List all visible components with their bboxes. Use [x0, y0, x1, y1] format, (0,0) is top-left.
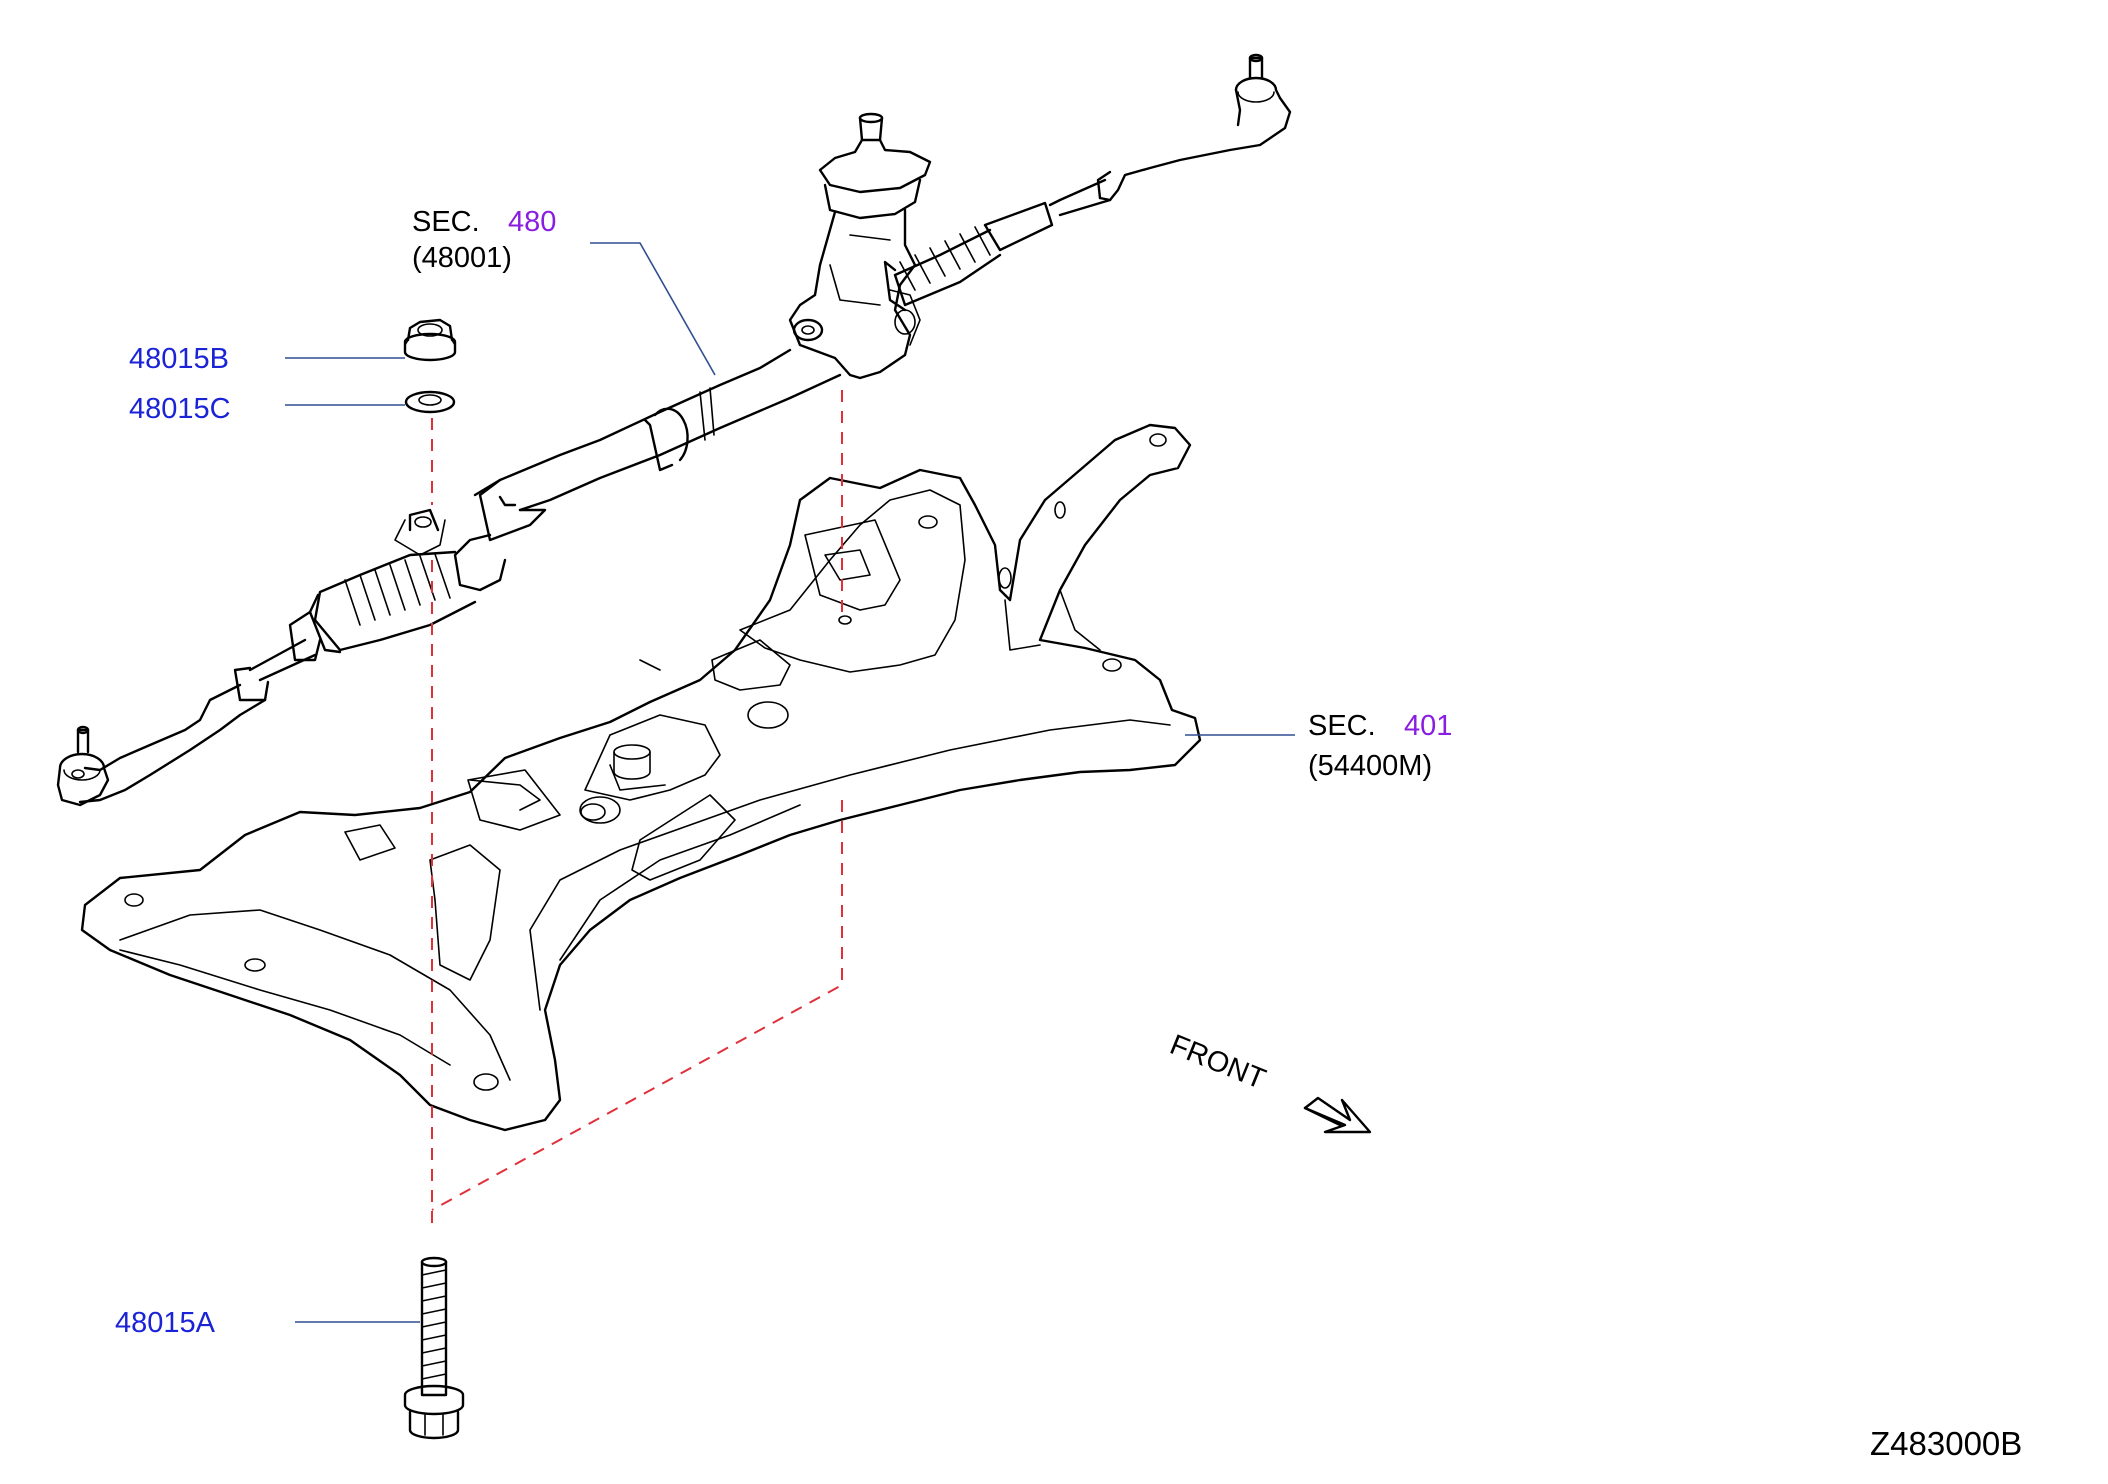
- sec-401-prefix: SEC.: [1308, 710, 1376, 742]
- bolt-48015a: [403, 1256, 465, 1440]
- leader-lines: [285, 242, 1295, 1323]
- diagram-id: Z483000B: [1870, 1425, 2022, 1462]
- sec-480-code: (48001): [412, 242, 512, 274]
- assembly-guide-lines: [431, 390, 843, 1230]
- steering-gear-assembly: [56, 53, 1292, 807]
- sec-480-prefix: SEC.: [412, 206, 480, 238]
- front-suspension-member: [80, 423, 1202, 1132]
- part-48015c-label[interactable]: 48015C: [129, 393, 231, 425]
- sec-401-code: (54400M): [1308, 750, 1432, 782]
- sec-480-link[interactable]: 480: [508, 206, 556, 238]
- part-48015b-label[interactable]: 48015B: [129, 343, 229, 375]
- front-direction-label: FRONT: [1165, 1029, 1270, 1096]
- nut-48015b: [403, 318, 457, 362]
- washer-48015c: [404, 390, 456, 414]
- part-48015a-label[interactable]: 48015A: [115, 1307, 216, 1339]
- sec-401-link[interactable]: 401: [1404, 710, 1452, 742]
- front-arrow-icon: [1303, 1096, 1372, 1134]
